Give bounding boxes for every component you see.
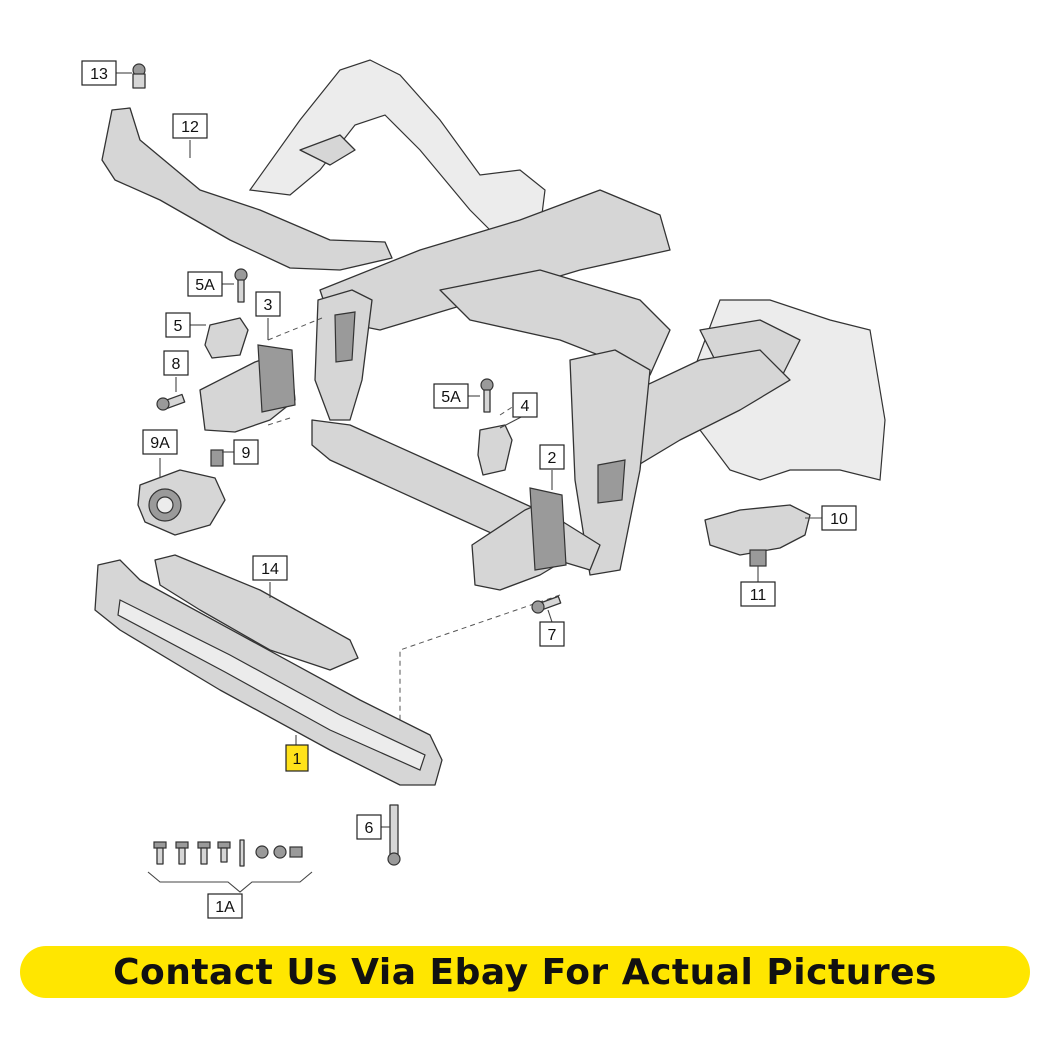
svg-text:5A: 5A — [441, 389, 461, 406]
part-5A-bolt-left — [234, 268, 248, 303]
leader-lines — [116, 72, 822, 828]
callout-5A-mid: 5A — [433, 383, 469, 409]
svg-text:5: 5 — [174, 318, 183, 335]
svg-text:4: 4 — [521, 398, 530, 415]
svg-text:9A: 9A — [150, 435, 170, 452]
callout-3: 3 — [255, 291, 281, 317]
part-7-bolt — [531, 595, 562, 614]
callout-11: 11 — [740, 581, 776, 607]
callout-9: 9 — [233, 439, 259, 465]
part-5-bracket-left — [204, 317, 249, 359]
callout-6: 6 — [356, 814, 382, 840]
svg-text:10: 10 — [830, 511, 848, 528]
part-8-bolt — [156, 393, 186, 411]
callout-2: 2 — [539, 444, 565, 470]
part-10-bracket — [704, 504, 811, 556]
svg-text:12: 12 — [181, 119, 199, 136]
callout-4: 4 — [512, 392, 538, 418]
svg-text:14: 14 — [261, 561, 279, 578]
part-6-bolt — [387, 804, 401, 866]
svg-text:6: 6 — [365, 820, 374, 837]
svg-text:9: 9 — [242, 445, 251, 462]
part-5A-bolt-mid — [480, 378, 494, 413]
part-4-bracket — [477, 424, 513, 476]
svg-text:8: 8 — [172, 356, 181, 373]
callout-9A: 9A — [142, 429, 178, 455]
svg-text:11: 11 — [750, 587, 767, 604]
callout-10: 10 — [821, 505, 857, 531]
contact-banner: Contact Us Via Ebay For Actual Pictures — [20, 946, 1030, 998]
callout-7: 7 — [539, 621, 565, 647]
part-1A-hardware-kit — [147, 839, 313, 893]
callout-1-highlighted: 1 — [285, 744, 309, 772]
callout-5: 5 — [165, 312, 191, 338]
body-structure — [248, 59, 886, 576]
svg-text:5A: 5A — [195, 277, 215, 294]
part-14-absorber — [154, 554, 359, 671]
callout-5A-left: 5A — [187, 271, 223, 297]
svg-text:3: 3 — [264, 297, 273, 314]
part-9A-sensor — [137, 469, 226, 536]
part-9-nut — [210, 449, 224, 467]
contact-banner-text: Contact Us Via Ebay For Actual Pictures — [113, 951, 937, 993]
callout-12: 12 — [172, 113, 208, 139]
callout-13: 13 — [81, 60, 117, 86]
svg-text:1A: 1A — [215, 899, 235, 916]
part-13-clip — [132, 63, 146, 89]
part-11-nut — [749, 549, 767, 567]
callout-14: 14 — [252, 555, 288, 581]
svg-text:2: 2 — [548, 450, 557, 467]
callout-8: 8 — [163, 350, 189, 376]
svg-text:13: 13 — [90, 66, 108, 83]
parts-diagram: 13 12 5A 3 5 8 9A 9 5A 4 2 10 11 14 7 1 … — [81, 59, 886, 919]
svg-text:1: 1 — [293, 751, 302, 768]
svg-text:7: 7 — [548, 627, 557, 644]
callout-1A: 1A — [207, 893, 243, 919]
part-12-upper-cover — [101, 107, 393, 271]
